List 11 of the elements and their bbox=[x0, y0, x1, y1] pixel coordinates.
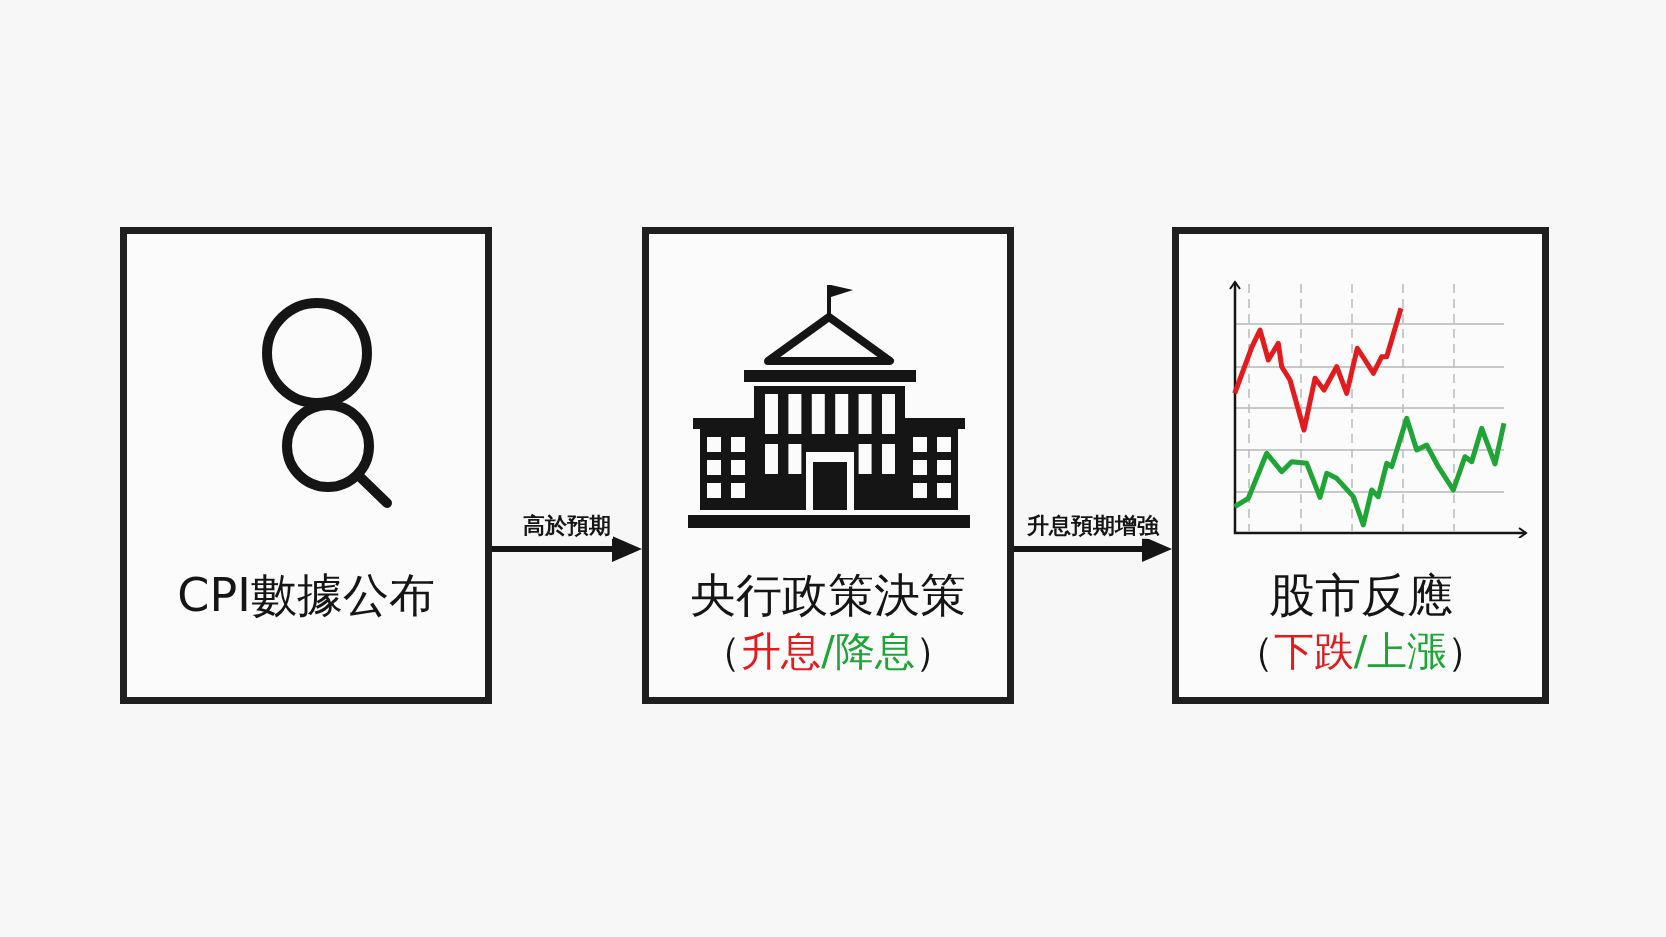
edge-label: 升息預期增強 bbox=[1025, 512, 1161, 540]
process-box bbox=[1172, 227, 1549, 704]
step-title: 央行政策決策 bbox=[690, 568, 966, 622]
step-title: 股市反應 bbox=[1268, 568, 1453, 622]
edge-label: 高於預期 bbox=[521, 512, 613, 540]
process-box bbox=[642, 227, 1014, 704]
outcome-text: （升息/降息） bbox=[701, 628, 955, 674]
step-title: CPI數據公布 bbox=[177, 568, 435, 622]
outcome-text: （下跌/上漲） bbox=[1233, 628, 1488, 674]
process-box bbox=[120, 227, 492, 704]
arrow bbox=[492, 536, 642, 562]
